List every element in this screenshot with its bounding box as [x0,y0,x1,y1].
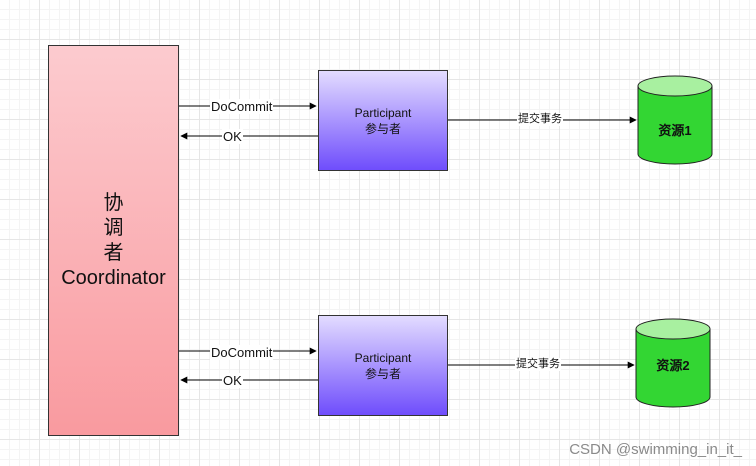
participant-1-name: Participant [354,105,412,120]
ok-label-2: OK [222,373,243,388]
docommit-label-1: DoCommit [210,99,274,114]
docommit-label-2: DoCommit [210,345,274,360]
participant-box-1: Participant 参与者 [318,70,448,171]
submit-label-1: 提交事务 [517,113,563,126]
ok-label-1: OK [222,129,243,144]
submit-label-2: 提交事务 [515,358,561,371]
resource-1-cylinder: 资源1 [637,75,713,165]
csdn-watermark: CSDN @swimming_in_it_ [569,441,742,458]
coordinator-box: 协 调 者 Coordinator [48,45,179,436]
coordinator-label-2: 调 [103,216,124,239]
resource-2-label: 资源2 [656,358,689,373]
participant-2-name: Participant [354,350,412,365]
participant-1-cn: 参与者 [364,121,401,136]
coordinator-label-en: Coordinator [61,266,166,289]
resource-1-label: 资源1 [658,123,691,138]
participant-2-cn: 参与者 [364,366,401,381]
coordinator-label-1: 协 [103,191,124,214]
participant-box-2: Participant 参与者 [318,315,448,416]
coordinator-label-3: 者 [103,241,124,264]
resource-2-cylinder: 资源2 [635,318,711,408]
